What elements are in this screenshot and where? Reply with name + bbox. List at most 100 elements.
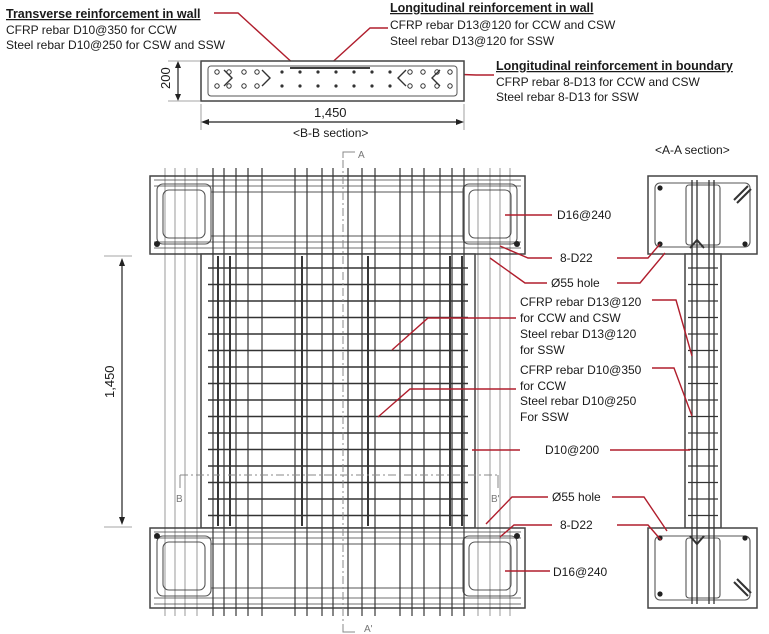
anchor-hole-dot (514, 241, 520, 247)
bb-section-stirrup (207, 65, 458, 97)
height-arrow-top (119, 258, 125, 266)
aa-corner-bar (657, 185, 663, 191)
aa-corner-bar (742, 241, 748, 247)
leader-d22-top (499, 245, 552, 259)
leader-d22-bottom (499, 524, 552, 538)
anchor-hole-dot (154, 533, 160, 539)
leader-hole-top-right (617, 252, 666, 284)
bb-wall-bar (298, 84, 302, 88)
leader-long-left (391, 317, 516, 351)
bb-boundary-bar (241, 69, 247, 75)
bb-boundary-bar (447, 83, 453, 89)
elevation-anchor-holes (154, 241, 520, 539)
bb-boundary-bar (214, 83, 220, 89)
longitudinal-wall-heading: Longitudinal reinforcement in wall (390, 1, 594, 15)
transverse-leader (214, 12, 297, 67)
leader-hole-bottom-right (612, 496, 668, 532)
label-trans-1: CFRP rebar D10@350 (520, 363, 642, 377)
elevation-view: A A' B B' 1,450 (102, 150, 526, 634)
bb-boundary-bar (434, 83, 440, 89)
transverse-line-2: Steel rebar D10@250 for CSW and SSW (6, 38, 226, 52)
bb-wall-bar (388, 84, 392, 88)
label-trans-2: for CCW (520, 379, 567, 393)
bb-wall-bar (370, 84, 374, 88)
bb-section-outline (200, 60, 465, 102)
bb-wall-bar (352, 70, 356, 74)
bb-thickness-arrow-top (175, 61, 181, 68)
transverse-heading: Transverse reinforcement in wall (6, 7, 201, 21)
label-d16-top: D16@240 (557, 208, 612, 222)
label-hole-bottom: Ø55 hole (552, 490, 601, 504)
transverse-line-1: CFRP rebar D10@350 for CCW (6, 23, 177, 37)
transverse-reinforcement-note: Transverse reinforcement in wall CFRP re… (6, 7, 226, 52)
bb-boundary-bar (214, 69, 220, 75)
callout-labels: D16@240 8-D22 Ø55 hole CFRP rebar D13@12… (520, 208, 642, 579)
bb-thickness-arrow-bottom (175, 94, 181, 101)
bb-wall-bar (298, 70, 302, 74)
bottom-block-stirrups (156, 535, 518, 597)
elevation-horizontal-rebars (154, 179, 521, 605)
anchor-hole-dot (154, 241, 160, 247)
longitudinal-wall-line-1: CFRP rebar D13@120 for CCW and CSW (390, 18, 616, 32)
longitudinal-wall-line-2: Steel rebar D13@120 for SSW (390, 34, 555, 48)
label-d10: D10@200 (545, 443, 600, 457)
longitudinal-wall-note: Longitudinal reinforcement in wall CFRP … (390, 1, 616, 48)
section-cut-b-right-label: B' (491, 494, 500, 505)
section-cut-a-bottom-label: A' (364, 624, 373, 634)
leader-long-right (652, 299, 693, 357)
bb-wall-bar (316, 84, 320, 88)
aa-section: <A-A section> (647, 143, 758, 609)
bb-section: 200 1,450 <B-B section> (158, 60, 465, 140)
bb-boundary-bar (254, 83, 260, 89)
label-long-2: for CCW and CSW (520, 311, 621, 325)
label-trans-4: For SSW (520, 410, 569, 424)
bb-wall-bar (334, 70, 338, 74)
longitudinal-boundary-heading: Longitudinal reinforcement in boundary (496, 59, 733, 73)
leader-d22-aa-top (617, 243, 661, 259)
section-cut-a-top-label: A (358, 150, 365, 161)
bb-section-title: <B-B section> (293, 126, 368, 140)
label-d16-bottom: D16@240 (553, 565, 608, 579)
label-long-3: Steel rebar D13@120 (520, 327, 637, 341)
label-long-4: for SSW (520, 343, 565, 357)
label-trans-3: Steel rebar D10@250 (520, 394, 637, 408)
anchor-hole-dot (514, 533, 520, 539)
bb-boundary-bar (434, 69, 440, 75)
section-cut-a (342, 151, 355, 633)
aa-section-title: <A-A section> (655, 143, 730, 157)
aa-corner-bar (742, 535, 748, 541)
bb-section-bars (214, 69, 453, 89)
longitudinal-boundary-line-1: CFRP rebar 8-D13 for CCW and CSW (496, 75, 701, 89)
bb-thickness-dim-text: 200 (158, 67, 173, 89)
bb-boundary-bar (447, 69, 453, 75)
bb-boundary-bar (420, 83, 426, 89)
height-arrow-bottom (119, 517, 125, 525)
bb-boundary-bar (241, 83, 247, 89)
aa-corner-bar (657, 591, 663, 597)
label-hole-top: Ø55 hole (551, 276, 600, 290)
section-cut-b (179, 474, 500, 488)
leader-trans-right (652, 367, 693, 417)
bb-wall-bar (334, 84, 338, 88)
longitudinal-boundary-note: Longitudinal reinforcement in boundary C… (496, 59, 733, 104)
aa-web-rebars (688, 180, 718, 604)
bb-wall-bar (280, 70, 284, 74)
bb-width-arrow-right (456, 119, 464, 125)
bb-boundary-bar (407, 69, 413, 75)
aa-top-block (647, 175, 758, 255)
aa-web (684, 253, 722, 529)
label-d22-bottom: 8-D22 (560, 518, 593, 532)
bb-width-arrow-left (201, 119, 209, 125)
leader-hole-bottom-left (485, 496, 548, 525)
label-long-1: CFRP rebar D13@120 (520, 295, 642, 309)
bb-boundary-bar (254, 69, 260, 75)
label-d22-top: 8-D22 (560, 251, 593, 265)
bb-wall-bar (352, 84, 356, 88)
bb-boundary-bar (420, 69, 426, 75)
callout-leaders (377, 214, 693, 572)
bb-boundary-bar (226, 83, 232, 89)
height-dim-text: 1,450 (102, 365, 117, 398)
bb-boundary-bar (226, 69, 232, 75)
longitudinal-boundary-line-2: Steel rebar 8-D13 for SSW (496, 90, 639, 104)
